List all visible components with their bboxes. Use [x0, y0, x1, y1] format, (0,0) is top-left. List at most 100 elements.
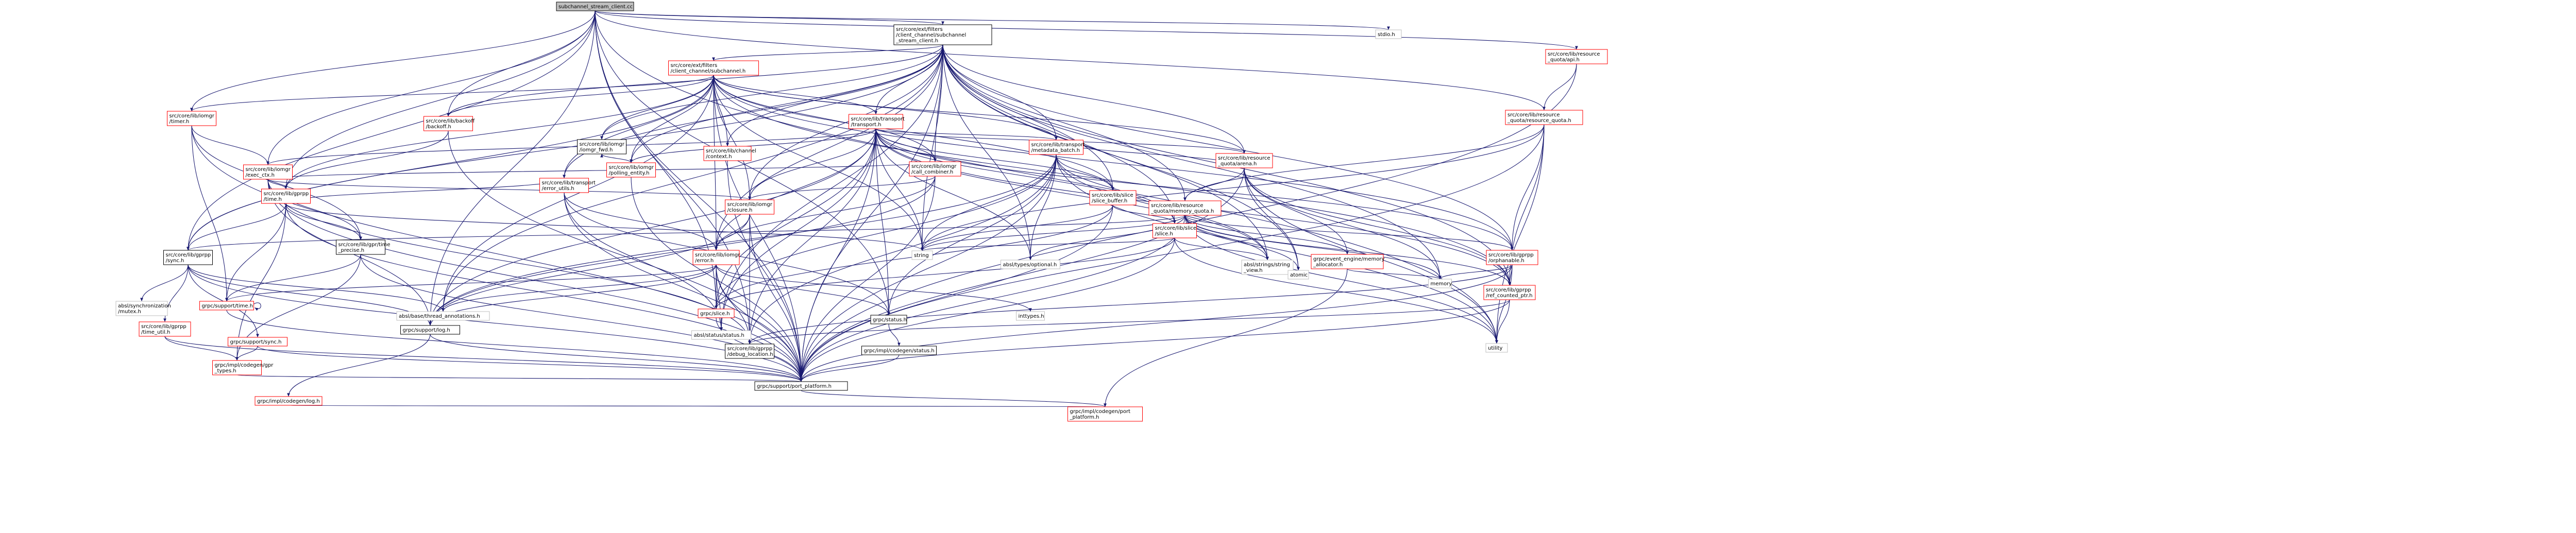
- graph-node[interactable]: src/core/lib/gprpp/orphanable.h: [1486, 250, 1538, 265]
- node-label: /timer.h: [170, 119, 190, 125]
- graph-node[interactable]: src/core/lib/channel/context.h: [703, 146, 756, 161]
- edge-n1-n19: [748, 44, 943, 200]
- graph-node[interactable]: grpc/impl/codegen/port_platform.h: [1067, 406, 1143, 422]
- edge-n6-n47: [448, 130, 803, 382]
- node-label: src/core/lib/resource: [1151, 203, 1204, 209]
- node-box: [115, 301, 168, 316]
- graph-node[interactable]: grpc/status.h: [870, 315, 907, 324]
- node-label: /sync.h: [166, 258, 184, 264]
- graph-node[interactable]: grpc/support/time.h: [199, 301, 254, 311]
- edge-n1-n17: [942, 44, 1246, 154]
- node-label: src/core/lib/iomgr: [170, 113, 215, 119]
- edge-n7-n39: [715, 128, 876, 310]
- graph-node[interactable]: src/core/ext/filters/client_channel/subc…: [893, 24, 992, 45]
- edge-n12-n19: [748, 176, 936, 200]
- graph-node[interactable]: src/core/lib/resource_quota/memory_quota…: [1148, 200, 1222, 216]
- node-label: grpc/slice.h: [700, 311, 730, 317]
- node-box: [400, 325, 460, 335]
- node-label: stdio.h: [1378, 32, 1395, 38]
- graph-node[interactable]: src/core/lib/iomgr/closure.h: [725, 199, 774, 215]
- graph-node[interactable]: grpc/impl/codegen/gpr_types.h: [212, 360, 274, 375]
- edge-n4-n6: [447, 75, 714, 117]
- node-label: /call_combiner.h: [911, 169, 953, 175]
- edge-n4-n32: [713, 75, 1511, 286]
- graph-node[interactable]: src/core/lib/gprpp/time_util.h: [139, 321, 191, 337]
- graph-node[interactable]: src/core/lib/iomgr/iomgr_fwd.h: [577, 139, 626, 154]
- node-label: src/core/lib/iomgr: [695, 252, 740, 258]
- edge-n21-n22: [187, 215, 1185, 251]
- node-label: absl/strings/string: [1244, 262, 1290, 268]
- graph-node[interactable]: src/core/lib/resource_quota/api.h: [1545, 49, 1608, 64]
- graph-node[interactable]: src/core/lib/iomgr/exec_ctx.h: [243, 164, 293, 180]
- node-label: absl/status/status.h: [694, 333, 744, 338]
- edge-n0-n43: [595, 10, 751, 345]
- edge-n24-n47: [716, 264, 803, 382]
- graph-node: atomic: [1287, 270, 1309, 280]
- graph-node[interactable]: grpc/support/port_platform.h: [754, 381, 848, 391]
- graph-node[interactable]: src/core/lib/transport/error_utils.h: [539, 178, 596, 193]
- node-label: grpc/impl/codegen/port: [1070, 409, 1131, 415]
- node-box: [336, 239, 385, 255]
- node-label: inttypes.h: [1019, 314, 1044, 319]
- node-box: [167, 111, 216, 126]
- edge-n17-n29: [1244, 167, 1349, 255]
- graph-node[interactable]: src/core/lib/transport/transport.h: [849, 114, 905, 129]
- node-box: [556, 2, 634, 11]
- node-box: [911, 250, 933, 260]
- graph-node[interactable]: src/core/lib/resource_quota/arena.h: [1215, 153, 1273, 168]
- graph-node[interactable]: src/core/ext/filters/client_channel/subc…: [668, 60, 759, 76]
- node-label: src/core/lib/iomgr: [580, 142, 625, 147]
- graph-node[interactable]: src/core/lib/gprpp/ref_counted_ptr.h: [1483, 285, 1536, 300]
- edge-n1-n25: [921, 44, 943, 251]
- graph-node[interactable]: grpc/support/sync.h: [228, 337, 287, 347]
- node-label: /slice_buffer.h: [1092, 198, 1127, 204]
- graph-node[interactable]: src/core/lib/gpr/time_precise.h: [336, 239, 391, 255]
- node-box: [1287, 270, 1309, 280]
- edge-n30-n43: [748, 264, 1513, 345]
- graph-node[interactable]: src/core/lib/gprpp/debug_location.h: [725, 343, 774, 359]
- edge-n1-n36: [442, 44, 943, 312]
- node-box: [1016, 311, 1045, 321]
- graph-node[interactable]: src/core/lib/backoff/backoff.h: [423, 116, 476, 131]
- graph-node[interactable]: src/core/lib/slice/slice_buffer.h: [1089, 190, 1137, 205]
- graph-node[interactable]: src/core/lib/slice/slice.h: [1153, 223, 1197, 238]
- graph-node[interactable]: grpc/impl/codegen/status.h: [861, 346, 937, 355]
- edge-n7-n25: [875, 128, 924, 251]
- edge-n5-n35: [191, 125, 228, 302]
- graph-node[interactable]: subchannel_stream_client.cc: [556, 2, 634, 11]
- graph-node[interactable]: src/core/lib/transport/metadata_batch.h: [1029, 140, 1086, 155]
- edge-n8-n47: [800, 124, 1545, 382]
- edge-n32-n47: [800, 299, 1510, 382]
- node-label: src/core/lib/iomgr: [727, 202, 773, 208]
- graph-node[interactable]: src/core/lib/iomgr/call_combiner.h: [909, 161, 961, 177]
- node-box: [1089, 190, 1137, 205]
- edge-n4-n36: [442, 75, 714, 312]
- graph-node[interactable]: grpc/impl/codegen/log.h: [255, 396, 323, 406]
- graph-node[interactable]: src/core/lib/iomgr/polling_entity.h: [606, 162, 656, 178]
- graph-node[interactable]: src/core/lib/iomgr/error.h: [692, 250, 740, 265]
- edge-n7-n30: [875, 128, 1514, 251]
- graph-node[interactable]: grpc/slice.h: [698, 308, 735, 318]
- node-label: /metadata_batch.h: [1031, 148, 1080, 153]
- edge-n23-n35: [225, 254, 361, 302]
- edge-n45-n47: [800, 354, 900, 382]
- node-box: [703, 146, 752, 161]
- node-box: [1375, 29, 1402, 39]
- node-label: /closure.h: [727, 208, 753, 213]
- edge-n1-n21: [942, 44, 1187, 201]
- node-label: src/core/lib/gprpp: [264, 191, 309, 197]
- edge-n12-n14: [266, 161, 936, 180]
- edge-n19-n47: [749, 214, 803, 382]
- graph-node[interactable]: grpc/support/log.h: [400, 325, 460, 335]
- graph-node[interactable]: src/core/lib/gprpp/time.h: [261, 188, 311, 204]
- edge-n35-n47: [226, 310, 803, 382]
- graph-node[interactable]: src/core/lib/gprpp/sync.h: [163, 250, 213, 265]
- graph-node: inttypes.h: [1016, 311, 1045, 321]
- graph-node[interactable]: grpc/event_engine/memory_allocator.h: [1311, 254, 1384, 269]
- node-label: /client_channel/subchannel.h: [671, 68, 746, 74]
- graph-node[interactable]: src/core/lib/iomgr/timer.h: [167, 111, 216, 126]
- graph-node[interactable]: src/core/lib/resource_quota/resource_quo…: [1505, 110, 1583, 125]
- node-box: [754, 381, 848, 391]
- edge-n4-n7: [713, 75, 877, 115]
- edge-n34-n47: [164, 336, 803, 382]
